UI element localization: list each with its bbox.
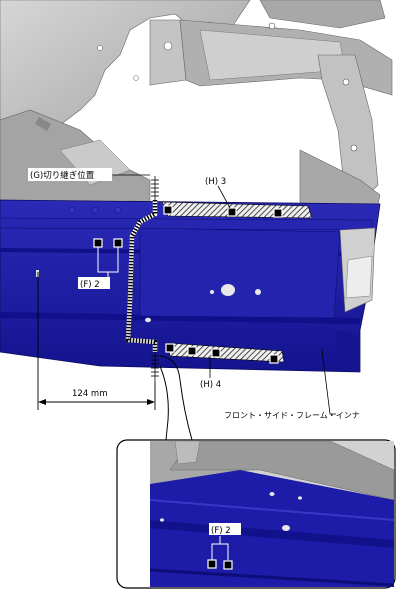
weld-h3-label: (H) 3 bbox=[205, 177, 226, 187]
weld-point bbox=[227, 207, 237, 217]
dimension-124 bbox=[37, 272, 156, 410]
cut-ticks-top bbox=[151, 176, 159, 200]
weld-f2-label: (F) 2 bbox=[80, 280, 100, 290]
weld-point bbox=[93, 238, 103, 248]
detail-weld-point bbox=[207, 559, 217, 569]
part-name-label: フロント・サイド・フレーム・インナ bbox=[224, 411, 360, 420]
weld-point bbox=[163, 205, 173, 215]
body-structure bbox=[0, 0, 393, 206]
dimension-label: 124 mm bbox=[72, 389, 108, 399]
cut-ticks-bottom bbox=[151, 352, 159, 382]
weld-point bbox=[211, 348, 221, 358]
detail-weld-leader bbox=[211, 536, 229, 560]
detail-weld-f2-label: (F) 2 bbox=[211, 526, 231, 536]
detail-lasso-2 bbox=[159, 365, 169, 441]
weld-point bbox=[273, 208, 283, 218]
cut-line-dash bbox=[125, 200, 158, 352]
weld-points bbox=[93, 205, 283, 364]
weld-point bbox=[187, 346, 197, 356]
weld-point bbox=[269, 354, 279, 364]
cut-position-label: (G)切り継ぎ位置 bbox=[30, 170, 95, 181]
detail-box bbox=[116, 439, 396, 589]
weld-point bbox=[165, 343, 175, 353]
weld-point bbox=[113, 238, 123, 248]
weld-h4-label: (H) 4 bbox=[200, 380, 221, 390]
detail-lasso bbox=[159, 355, 193, 441]
detail-weld-point bbox=[223, 560, 233, 570]
